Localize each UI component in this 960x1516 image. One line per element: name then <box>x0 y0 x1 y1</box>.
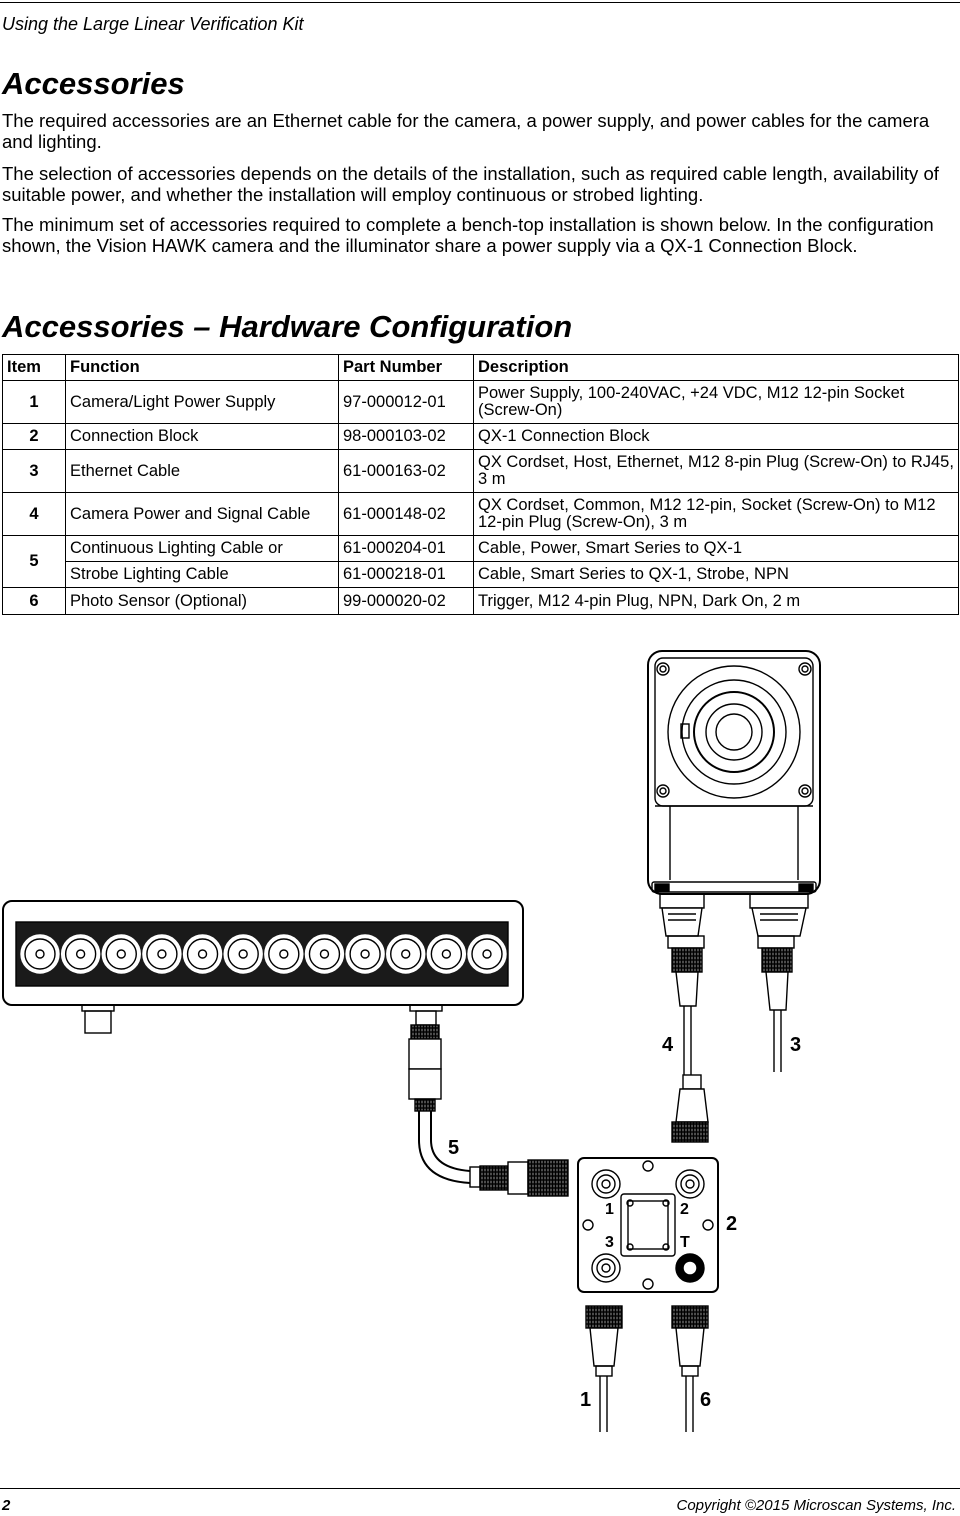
part-number-cell: 61-000218-01 <box>338 561 474 588</box>
function-cell: Continuous Lighting Cable or <box>65 535 339 562</box>
header-part-number: Part Number <box>338 354 474 381</box>
header-item: Item <box>2 354 66 381</box>
header-rule <box>0 2 960 3</box>
description-cell: Cable, Smart Series to QX-1, Strobe, NPN <box>473 561 959 588</box>
item-number: 2 <box>2 423 66 450</box>
table-row: Strobe Lighting Cable 61-000218-01 Cable… <box>3 561 959 588</box>
item-number: 5 <box>2 535 66 588</box>
item-number: 6 <box>2 587 66 615</box>
block-port-label-t: T <box>680 1234 690 1251</box>
hardware-configuration-diagram: 1 2 3 T 4 3 5 2 1 6 <box>2 650 821 1432</box>
table-header-row: Item Function Part Number Description <box>2 354 959 381</box>
header-description: Description <box>473 354 959 381</box>
description-cell: Power Supply, 100-240VAC, +24 VDC, M12 1… <box>473 380 959 424</box>
function-cell: Photo Sensor (Optional) <box>65 587 339 615</box>
illuminator-led <box>182 934 223 974</box>
callout-5: 5 <box>448 1137 459 1159</box>
function-cell: Ethernet Cable <box>65 449 339 493</box>
cable-4-block-connector <box>671 1074 709 1143</box>
illuminator-led <box>264 934 304 974</box>
table-row: 3 Ethernet Cable 61-000163-02 QX Cordset… <box>2 449 959 493</box>
illuminator-led <box>142 934 182 974</box>
illuminator-led <box>223 934 263 974</box>
camera-connector-left <box>659 893 705 1075</box>
table-row: 6 Photo Sensor (Optional) 99-000020-02 T… <box>2 587 959 615</box>
callout-1: 1 <box>580 1389 591 1411</box>
description-cell: QX-1 Connection Block <box>473 423 959 450</box>
table-row: 2 Connection Block 98-000103-02 QX-1 Con… <box>2 423 959 450</box>
part-number-cell: 99-000020-02 <box>338 587 474 615</box>
section-title-accessories: Accessories <box>2 66 185 101</box>
illuminator-led <box>386 934 426 974</box>
illuminator-led <box>467 934 507 974</box>
callout-4: 4 <box>662 1034 674 1056</box>
paragraph-2: The selection of accessories depends on … <box>2 163 939 205</box>
paragraph-1: The required accessories are an Ethernet… <box>2 110 930 152</box>
block-port-label-3: 3 <box>605 1234 614 1251</box>
part-number-cell: 61-000204-01 <box>338 535 474 562</box>
part-number-cell: 97-000012-01 <box>338 380 474 424</box>
callout-2: 2 <box>726 1213 737 1235</box>
table-row: 4 Camera Power and Signal Cable 61-00014… <box>2 492 959 536</box>
section-title-hardware-configuration: Accessories – Hardware Configuration <box>2 309 573 344</box>
illuminator-led <box>60 934 101 974</box>
block-port-label-1: 1 <box>605 1201 614 1218</box>
cable-6-photo-sensor <box>671 1305 709 1432</box>
illuminator-led <box>101 934 141 974</box>
illuminator-led <box>345 934 385 974</box>
page-number: 2 <box>2 1497 11 1514</box>
callout-3: 3 <box>790 1034 801 1056</box>
illuminator-led <box>304 934 345 974</box>
function-cell: Connection Block <box>65 423 339 450</box>
item-number: 4 <box>2 492 66 536</box>
camera-connector-right <box>749 893 809 1072</box>
cable-5-lighting-cable <box>408 1010 569 1197</box>
item-number: 1 <box>2 380 66 424</box>
paragraph-3: The minimum set of accessories required … <box>2 214 934 256</box>
function-cell: Camera/Light Power Supply <box>65 380 339 424</box>
linear-illuminator <box>2 900 524 1034</box>
table-row: 1 Camera/Light Power Supply 97-000012-01… <box>2 380 959 424</box>
description-cell: Trigger, M12 4-pin Plug, NPN, Dark On, 2… <box>473 587 959 615</box>
header-function: Function <box>65 354 339 381</box>
description-cell: QX Cordset, Common, M12 12-pin, Socket (… <box>473 492 959 536</box>
part-number-cell: 61-000163-02 <box>338 449 474 493</box>
vision-hawk-camera <box>647 650 821 895</box>
function-cell: Strobe Lighting Cable <box>65 561 339 588</box>
callout-6: 6 <box>700 1389 711 1411</box>
cable-1-power-supply <box>585 1305 623 1432</box>
function-cell: Camera Power and Signal Cable <box>65 492 339 536</box>
qx1-connection-block: 1 2 3 T <box>577 1157 719 1293</box>
illuminator-led <box>20 934 60 974</box>
accessories-table: Item Function Part Number Description 1 … <box>2 354 959 615</box>
copyright-notice: Copyright ©2015 Microscan Systems, Inc. <box>676 1497 957 1514</box>
footer-rule <box>0 1488 960 1489</box>
block-port-label-2: 2 <box>680 1201 689 1218</box>
description-cell: QX Cordset, Host, Ethernet, M12 8-pin Pl… <box>473 449 959 493</box>
illuminator-led <box>426 934 467 974</box>
part-number-cell: 98-000103-02 <box>338 423 474 450</box>
description-cell: Cable, Power, Smart Series to QX-1 <box>473 535 959 562</box>
running-header: Using the Large Linear Verification Kit <box>2 14 304 34</box>
item-number: 3 <box>2 449 66 493</box>
table-row: 5 Continuous Lighting Cable or 61-000204… <box>2 535 959 588</box>
part-number-cell: 61-000148-02 <box>338 492 474 536</box>
